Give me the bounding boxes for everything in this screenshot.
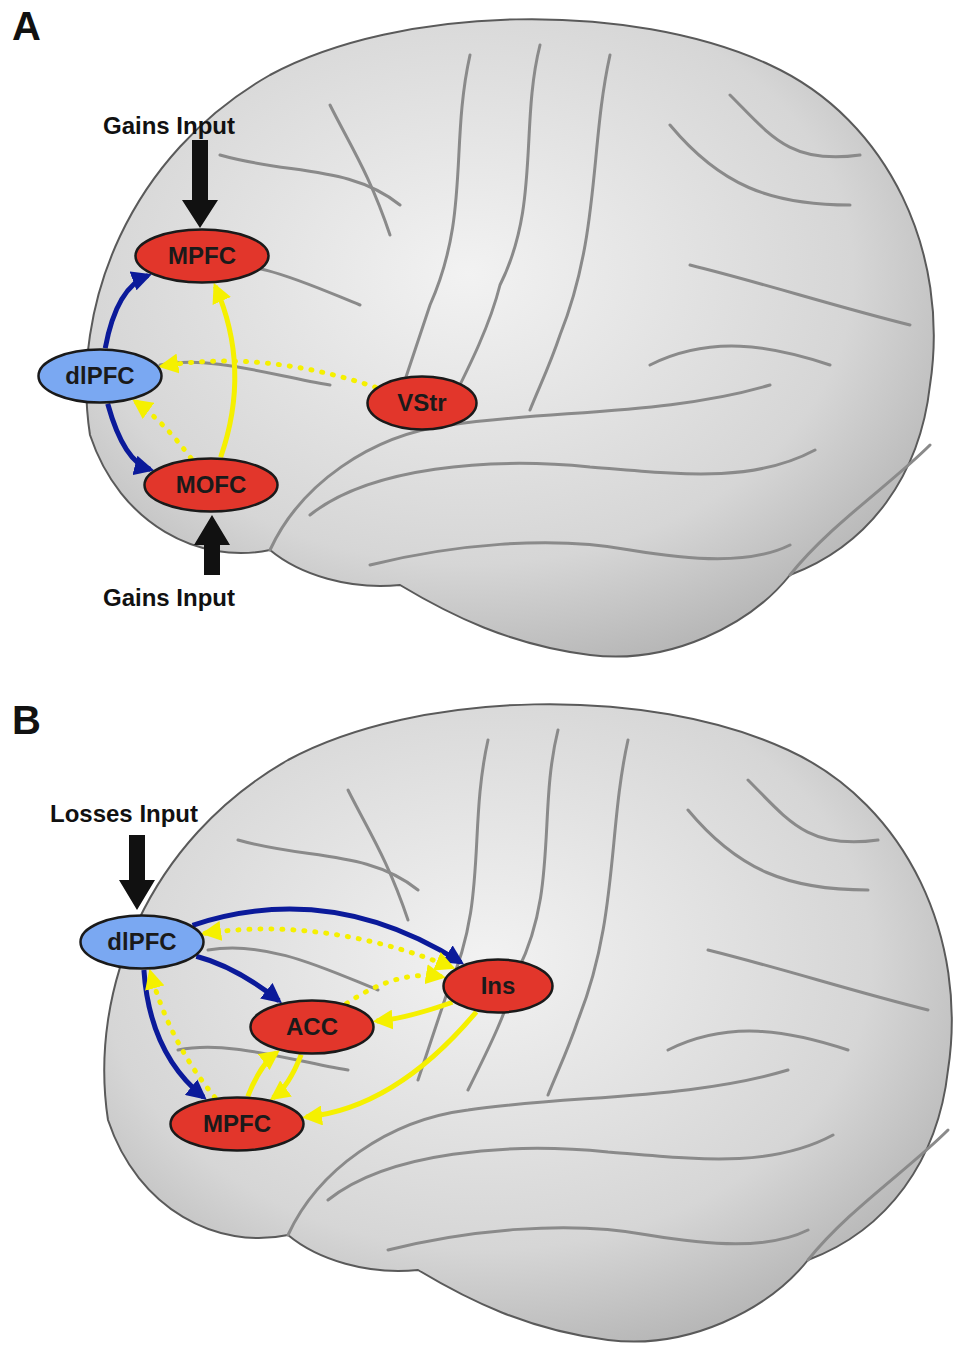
- region-ellipse: MPFC: [134, 228, 270, 284]
- region-ellipse: VStr: [366, 375, 478, 431]
- input-arrow: [194, 515, 230, 575]
- dotted-connection: [205, 929, 452, 967]
- dotted-connection: [162, 361, 375, 387]
- ellipse-shape: [251, 1001, 374, 1054]
- region-label: VStr: [397, 389, 446, 417]
- connection-arrow: [105, 276, 148, 349]
- connection-arrow: [273, 1055, 301, 1098]
- connection-arrow: [377, 1002, 453, 1021]
- ellipse-shape: [368, 377, 477, 430]
- connection-arrow: [215, 286, 235, 457]
- region-label: dlPFC: [107, 928, 176, 956]
- connection-arrow: [196, 956, 279, 1000]
- region-ellipse: dlPFC: [79, 914, 205, 970]
- dotted-connection: [150, 973, 215, 1098]
- connection-arrow: [108, 404, 151, 470]
- region-label: Ins: [481, 972, 516, 1000]
- input-arrow: [182, 140, 218, 228]
- panel-letter: A: [12, 4, 41, 49]
- brain-outline: [104, 704, 952, 1341]
- dotted-connection: [136, 402, 191, 459]
- region-label: ACC: [286, 1013, 338, 1041]
- ellipse-shape: [39, 350, 162, 403]
- region-ellipse: MOFC: [143, 457, 279, 513]
- ellipse-shape: [145, 459, 278, 512]
- input-label: Losses Input: [50, 800, 198, 828]
- region-label: MPFC: [203, 1110, 271, 1138]
- region-label: MPFC: [168, 242, 236, 270]
- region-ellipse: ACC: [249, 999, 375, 1055]
- ellipse-shape: [81, 916, 204, 969]
- region-label: dlPFC: [65, 362, 134, 390]
- connection-arrow: [248, 1053, 277, 1097]
- ellipse-shape: [136, 230, 269, 283]
- dotted-connection: [346, 975, 441, 1003]
- input-label: Gains Input: [103, 112, 235, 140]
- region-label: MOFC: [176, 471, 247, 499]
- input-arrow: [119, 835, 155, 910]
- ellipse-shape: [171, 1098, 304, 1151]
- brain-outline: [86, 19, 934, 656]
- region-ellipse: MPFC: [169, 1096, 305, 1152]
- region-ellipse: dlPFC: [37, 348, 163, 404]
- panel-letter: B: [12, 698, 41, 743]
- region-ellipse: Ins: [442, 958, 554, 1014]
- input-label: Gains Input: [103, 584, 235, 612]
- ellipse-shape: [444, 960, 553, 1013]
